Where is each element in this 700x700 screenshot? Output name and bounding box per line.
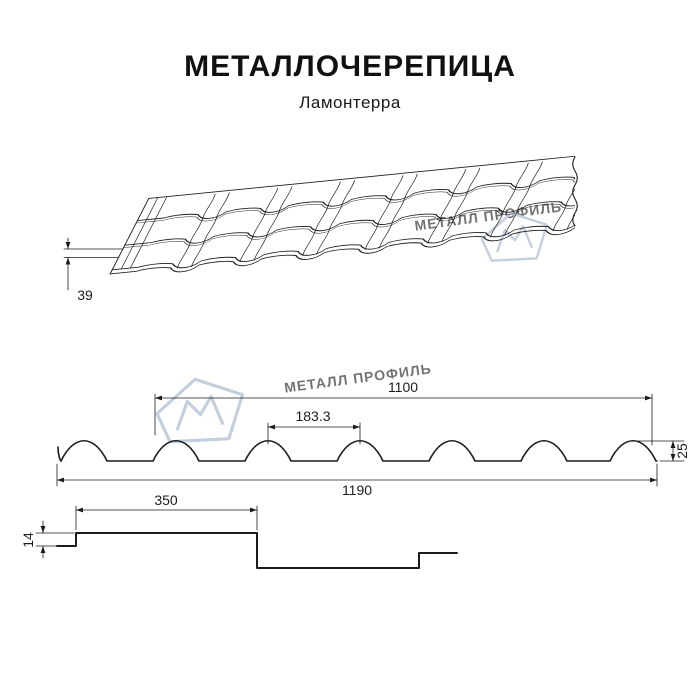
dim-25 bbox=[635, 440, 685, 462]
dim-350 bbox=[75, 505, 258, 531]
roof-row-edge-2 bbox=[124, 197, 575, 246]
dim-1190 bbox=[56, 463, 658, 487]
barrel-ridge bbox=[251, 210, 281, 238]
barrel-ridge bbox=[564, 179, 575, 207]
barrel-ridge bbox=[389, 173, 419, 201]
overlap-profile-view bbox=[35, 505, 458, 569]
roof-right-cut-edge bbox=[572, 156, 578, 227]
metall-profil-logo-lower-icon bbox=[155, 377, 245, 444]
roof-step-shadow-1 bbox=[123, 200, 575, 248]
barrel-ridge bbox=[176, 241, 206, 269]
barrel-ridge bbox=[376, 198, 406, 226]
watermark-layer: МЕТАЛЛ ПРОФИЛЬ МЕТАЛЛ ПРОФИЛЬ bbox=[155, 198, 563, 444]
barrel-ridge bbox=[188, 216, 218, 245]
roof-sheet bbox=[109, 151, 606, 275]
dim-39 bbox=[63, 237, 124, 291]
metall-profil-logo-upper-icon bbox=[480, 212, 549, 262]
cross-section-view bbox=[56, 393, 685, 487]
barrel-ridge bbox=[514, 161, 544, 189]
roof-strip-line-1 bbox=[120, 197, 159, 270]
barrel-ridge bbox=[201, 192, 231, 220]
dim-1100 bbox=[154, 393, 653, 446]
barrel-ridge bbox=[301, 229, 331, 257]
dim-label-25: 25 bbox=[674, 443, 690, 459]
roof-left-edge bbox=[109, 198, 150, 275]
dim-label-1100: 1100 bbox=[388, 379, 418, 395]
section-profile bbox=[57, 440, 658, 462]
dim-183 bbox=[267, 422, 361, 445]
barrel-ridge bbox=[264, 186, 294, 214]
page-title: МЕТАЛЛОЧЕРЕПИЦА bbox=[184, 50, 516, 83]
roof-ridge-line bbox=[148, 151, 575, 199]
barrel-ridge bbox=[451, 167, 481, 195]
roof-row-edge-1 bbox=[111, 222, 575, 271]
page-subtitle: Ламонтерра bbox=[299, 93, 401, 112]
roof-step-shadow-2 bbox=[135, 175, 575, 224]
roof-eave-lip bbox=[109, 226, 575, 275]
dim-label-14: 14 bbox=[20, 532, 36, 548]
perspective-view bbox=[63, 151, 606, 291]
barrel-ridge bbox=[326, 179, 356, 208]
barrel-ridge bbox=[578, 156, 606, 182]
dim-label-39: 39 bbox=[77, 287, 93, 303]
overlap-profile bbox=[56, 532, 458, 569]
barrel-ridge bbox=[364, 222, 394, 251]
barrel-ridge bbox=[238, 235, 268, 263]
dim-label-1190: 1190 bbox=[342, 482, 372, 498]
barrel-ridge bbox=[314, 204, 344, 232]
dim-label-350: 350 bbox=[154, 492, 178, 508]
roof-strip-line-2 bbox=[129, 196, 168, 269]
dim-14 bbox=[35, 520, 75, 559]
dim-label-183: 183.3 bbox=[295, 408, 330, 424]
roof-row-edge-3 bbox=[136, 173, 575, 222]
